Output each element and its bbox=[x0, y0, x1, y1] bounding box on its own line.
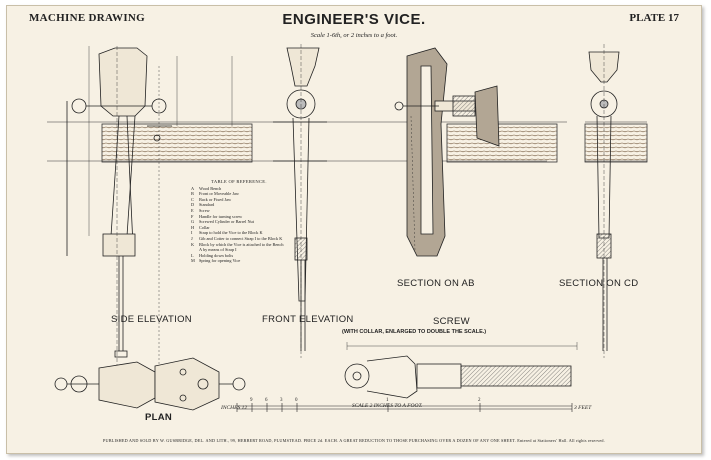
section-ab-view bbox=[394, 47, 558, 257]
reference-text: Collar bbox=[199, 224, 210, 230]
reference-key: J bbox=[191, 235, 193, 241]
reference-row: C Back or Fixed Jaw bbox=[191, 197, 287, 203]
reference-row: L Holding down bolts bbox=[191, 253, 287, 259]
reference-key: D bbox=[191, 202, 195, 208]
scale-tick-label: 3 bbox=[280, 398, 283, 403]
reference-key: B bbox=[191, 191, 194, 197]
reference-row: D Standard bbox=[191, 202, 287, 208]
caption-side-elevation: SIDE ELEVATION bbox=[111, 314, 192, 325]
reference-text: Gib and Cotter to connect Strap I to the… bbox=[199, 235, 283, 241]
engineering-drawing: 9 6 3 0 1 2 bbox=[47, 44, 648, 412]
reference-text: Back or Fixed Jaw bbox=[199, 196, 232, 202]
reference-row: G Screwed Cylinder or Barrel Nut bbox=[191, 219, 287, 225]
caption-screw: SCREW bbox=[433, 316, 470, 327]
side-elevation-view bbox=[66, 46, 253, 366]
reference-key: H bbox=[191, 224, 195, 230]
reference-text: Front or Moveable Jaw bbox=[199, 191, 239, 197]
reference-key: A bbox=[191, 185, 195, 191]
reference-key: L bbox=[191, 252, 194, 258]
reference-row: J Gib and Cotter to connect Strap I to th… bbox=[191, 236, 287, 242]
reference-key: F bbox=[191, 213, 194, 219]
series-label: MACHINE DRAWING bbox=[29, 12, 146, 24]
reference-text: Screw bbox=[199, 207, 210, 213]
scale-tick-label: 1 bbox=[386, 398, 389, 403]
reference-key: M bbox=[191, 258, 195, 264]
caption-plan: PLAN bbox=[145, 412, 173, 423]
reference-table-title: TABLE OF REFERENCE. bbox=[211, 179, 267, 184]
caption-section-cd: SECTION ON CD bbox=[559, 278, 639, 289]
reference-row: M Spring for opening Vice bbox=[191, 258, 287, 264]
scale-bar bbox=[236, 403, 573, 412]
scale-tick-label: 6 bbox=[265, 398, 268, 403]
scale-left-label: INCHES 12 bbox=[221, 405, 248, 411]
reference-text: Wood Bench bbox=[199, 185, 222, 191]
reference-key: C bbox=[191, 196, 194, 202]
reference-row: F Handle for turning screw bbox=[191, 214, 287, 220]
reference-text: Handle for turning screw bbox=[199, 213, 243, 219]
reference-key: E bbox=[191, 207, 194, 213]
section-cd-view bbox=[584, 44, 648, 358]
scale-center-label: SCALE 2 INCHES TO A FOOT. bbox=[352, 403, 423, 409]
reference-text: Block by which the Vice is attached to t… bbox=[199, 241, 284, 253]
scale-note: Scale 1-6th, or 2 inches to a foot. bbox=[310, 32, 398, 39]
caption-front-elevation: FRONT ELEVATION bbox=[262, 314, 354, 325]
caption-screw-note: (WITH COLLAR, ENLARGED TO DOUBLE THE SCA… bbox=[342, 329, 487, 335]
caption-section-ab: SECTION ON AB bbox=[397, 278, 475, 289]
reference-text: Screwed Cylinder or Barrel Nut bbox=[199, 219, 254, 225]
reference-key: G bbox=[191, 219, 195, 225]
reference-row: E Screw bbox=[191, 208, 287, 214]
reference-row: I Strap to hold the Vice to the Block K bbox=[191, 230, 287, 236]
reference-text: Spring for opening Vice bbox=[199, 258, 241, 264]
reference-key: I bbox=[191, 230, 193, 236]
reference-row: H Collar bbox=[191, 225, 287, 231]
scale-tick-label: 2 bbox=[478, 398, 481, 403]
reference-row: A Wood Bench bbox=[191, 186, 287, 192]
front-elevation-view bbox=[273, 44, 327, 358]
plan-view bbox=[54, 357, 246, 411]
scale-tick-label: 9 bbox=[250, 398, 253, 403]
plate-number: PLATE 17 bbox=[629, 12, 679, 24]
reference-key: K bbox=[191, 241, 195, 247]
publisher-footer: PUBLISHED AND SOLD BY W. GUSBRIDGE, DEL.… bbox=[103, 438, 605, 443]
reference-text: Strap to hold the Vice to the Block K bbox=[199, 230, 263, 236]
reference-text: Holding down bolts bbox=[199, 252, 234, 258]
scale-right-label: 3 FEET bbox=[574, 405, 592, 411]
reference-text: Standard bbox=[199, 202, 215, 208]
reference-row: K Block by which the Vice is attached to … bbox=[191, 242, 287, 253]
screw-view bbox=[344, 342, 578, 399]
scale-tick-label: 0 bbox=[295, 398, 298, 403]
page-title: ENGINEER'S VICE. bbox=[282, 11, 426, 28]
reference-row: B Front or Moveable Jaw bbox=[191, 191, 287, 197]
